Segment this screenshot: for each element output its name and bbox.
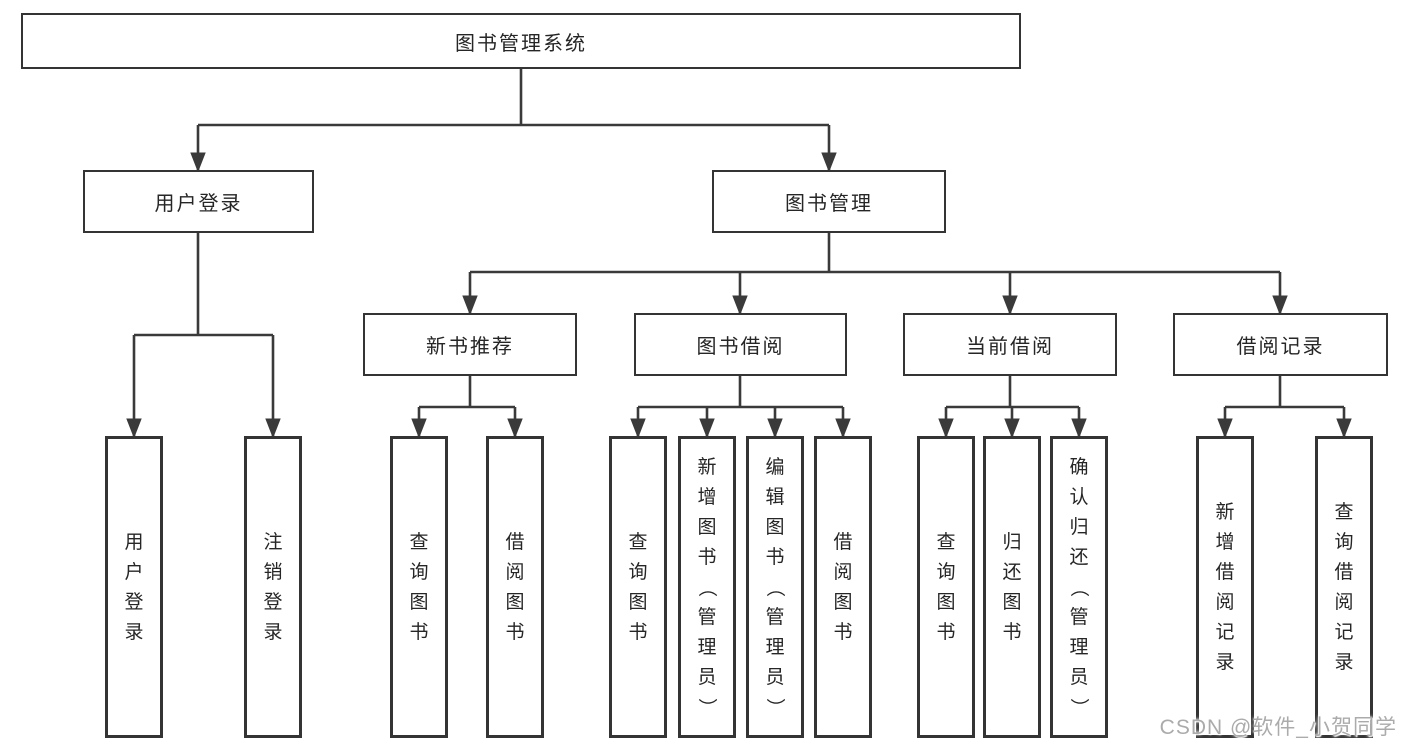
leaf-label-char: （	[696, 577, 718, 597]
node-book-borrow: 图书借阅	[634, 313, 847, 376]
leaf-label-char: 增	[697, 486, 717, 508]
leaf-label-char: 查	[628, 531, 648, 553]
leaf-query-books-recommend: 查询图书	[390, 436, 448, 738]
leaf-add-borrow-record: 新增借阅记录	[1196, 436, 1254, 738]
leaf-label-char: 员	[765, 666, 785, 688]
leaf-label-char: 查	[409, 531, 429, 553]
leaf-label-char: 图	[765, 516, 785, 538]
node-borrow-records: 借阅记录	[1173, 313, 1388, 376]
leaf-confirm-return-admin: 确认归还 （ 管理员 ）	[1050, 436, 1108, 738]
node-current-borrow: 当前借阅	[903, 313, 1117, 376]
leaf-label-char: ）	[696, 697, 718, 717]
leaf-borrow-books: 借阅图书	[814, 436, 872, 738]
leaf-label-char: 查	[1334, 501, 1354, 523]
leaf-return-books: 归还图书	[983, 436, 1041, 738]
leaf-label-char: 询	[409, 561, 429, 583]
node-user-login: 用户登录	[83, 170, 314, 233]
leaf-label-char: 录	[1334, 651, 1354, 673]
leaf-label-char: 查	[936, 531, 956, 553]
leaf-label-char: 借	[1334, 561, 1354, 583]
leaf-label-char: 阅	[833, 561, 853, 583]
leaf-query-borrow-record: 查询借阅记录	[1315, 436, 1373, 738]
leaf-label-char: 图	[697, 516, 717, 538]
leaf-label-char: 录	[124, 621, 144, 643]
leaf-label-char: 询	[936, 561, 956, 583]
leaf-label-char: 管	[765, 606, 785, 628]
leaf-label-char: 户	[124, 561, 144, 583]
leaf-label-char: 销	[263, 561, 283, 583]
leaf-label-char: 记	[1215, 621, 1235, 643]
leaf-label-char: 阅	[1334, 591, 1354, 613]
leaf-label-char: 还	[1069, 546, 1089, 568]
leaf-label-char: 图	[1002, 591, 1022, 613]
leaf-label-char: 新	[1215, 501, 1235, 523]
leaf-label-char: 图	[505, 591, 525, 613]
leaf-label-char: 确	[1069, 456, 1089, 478]
leaf-label-char: 书	[1002, 621, 1022, 643]
leaf-label-char: 用	[124, 531, 144, 553]
leaf-label-char: 理	[1069, 636, 1089, 658]
leaf-label-char: （	[764, 577, 786, 597]
leaf-user-login: 用户登录	[105, 436, 163, 738]
leaf-label-char: 新	[697, 456, 717, 478]
leaf-label-char: 借	[1215, 561, 1235, 583]
leaf-label-char: 阅	[505, 561, 525, 583]
leaf-label-char: 辑	[765, 486, 785, 508]
leaf-label-char: 书	[833, 621, 853, 643]
leaf-label-char: 增	[1215, 531, 1235, 553]
leaf-label-char: 注	[263, 531, 283, 553]
leaf-label-char: 录	[263, 621, 283, 643]
leaf-label-char: 理	[765, 636, 785, 658]
leaf-label-char: 归	[1069, 516, 1089, 538]
leaf-label-char: 管	[697, 606, 717, 628]
leaf-label-char: 借	[833, 531, 853, 553]
leaf-label-char: 归	[1002, 531, 1022, 553]
leaf-label-char: 书	[505, 621, 525, 643]
leaf-label-char: 登	[124, 591, 144, 613]
leaf-label-char: 编	[765, 456, 785, 478]
leaf-query-books-current: 查询图书	[917, 436, 975, 738]
leaf-label-char: 理	[697, 636, 717, 658]
leaf-borrow-books-recommend: 借阅图书	[486, 436, 544, 738]
leaf-label-char: 认	[1069, 486, 1089, 508]
csdn-watermark: CSDN @软件_小贺同学	[1159, 716, 1397, 739]
leaf-label-char: ）	[764, 697, 786, 717]
leaf-label-char: 书	[936, 621, 956, 643]
node-root-system: 图书管理系统	[21, 13, 1021, 69]
leaf-label-char: （	[1068, 577, 1090, 597]
leaf-label-char: 管	[1069, 606, 1089, 628]
leaf-logout-login: 注销登录	[244, 436, 302, 738]
node-book-management: 图书管理	[712, 170, 946, 233]
leaf-label-char: 员	[1069, 666, 1089, 688]
leaf-label-char: 录	[1215, 651, 1235, 673]
leaf-label-char: 书	[628, 621, 648, 643]
leaf-label-char: 书	[765, 546, 785, 568]
leaf-label-char: 书	[697, 546, 717, 568]
leaf-label-char: 图	[628, 591, 648, 613]
leaf-label-char: 图	[936, 591, 956, 613]
leaf-add-books-admin: 新增图书 （ 管理员 ）	[678, 436, 736, 738]
leaf-label-char: 员	[697, 666, 717, 688]
leaf-label-char: 登	[263, 591, 283, 613]
leaf-label-char: ）	[1068, 697, 1090, 717]
leaf-label-char: 书	[409, 621, 429, 643]
node-new-book-recommend: 新书推荐	[363, 313, 577, 376]
leaf-label-char: 图	[409, 591, 429, 613]
leaf-label-char: 询	[628, 561, 648, 583]
leaf-label-char: 记	[1334, 621, 1354, 643]
leaf-query-books-borrow: 查询图书	[609, 436, 667, 738]
leaf-label-char: 图	[833, 591, 853, 613]
leaf-label-char: 询	[1334, 531, 1354, 553]
leaf-edit-books-admin: 编辑图书 （ 管理员 ）	[746, 436, 804, 738]
leaf-label-char: 还	[1002, 561, 1022, 583]
leaf-label-char: 借	[505, 531, 525, 553]
leaf-label-char: 阅	[1215, 591, 1235, 613]
